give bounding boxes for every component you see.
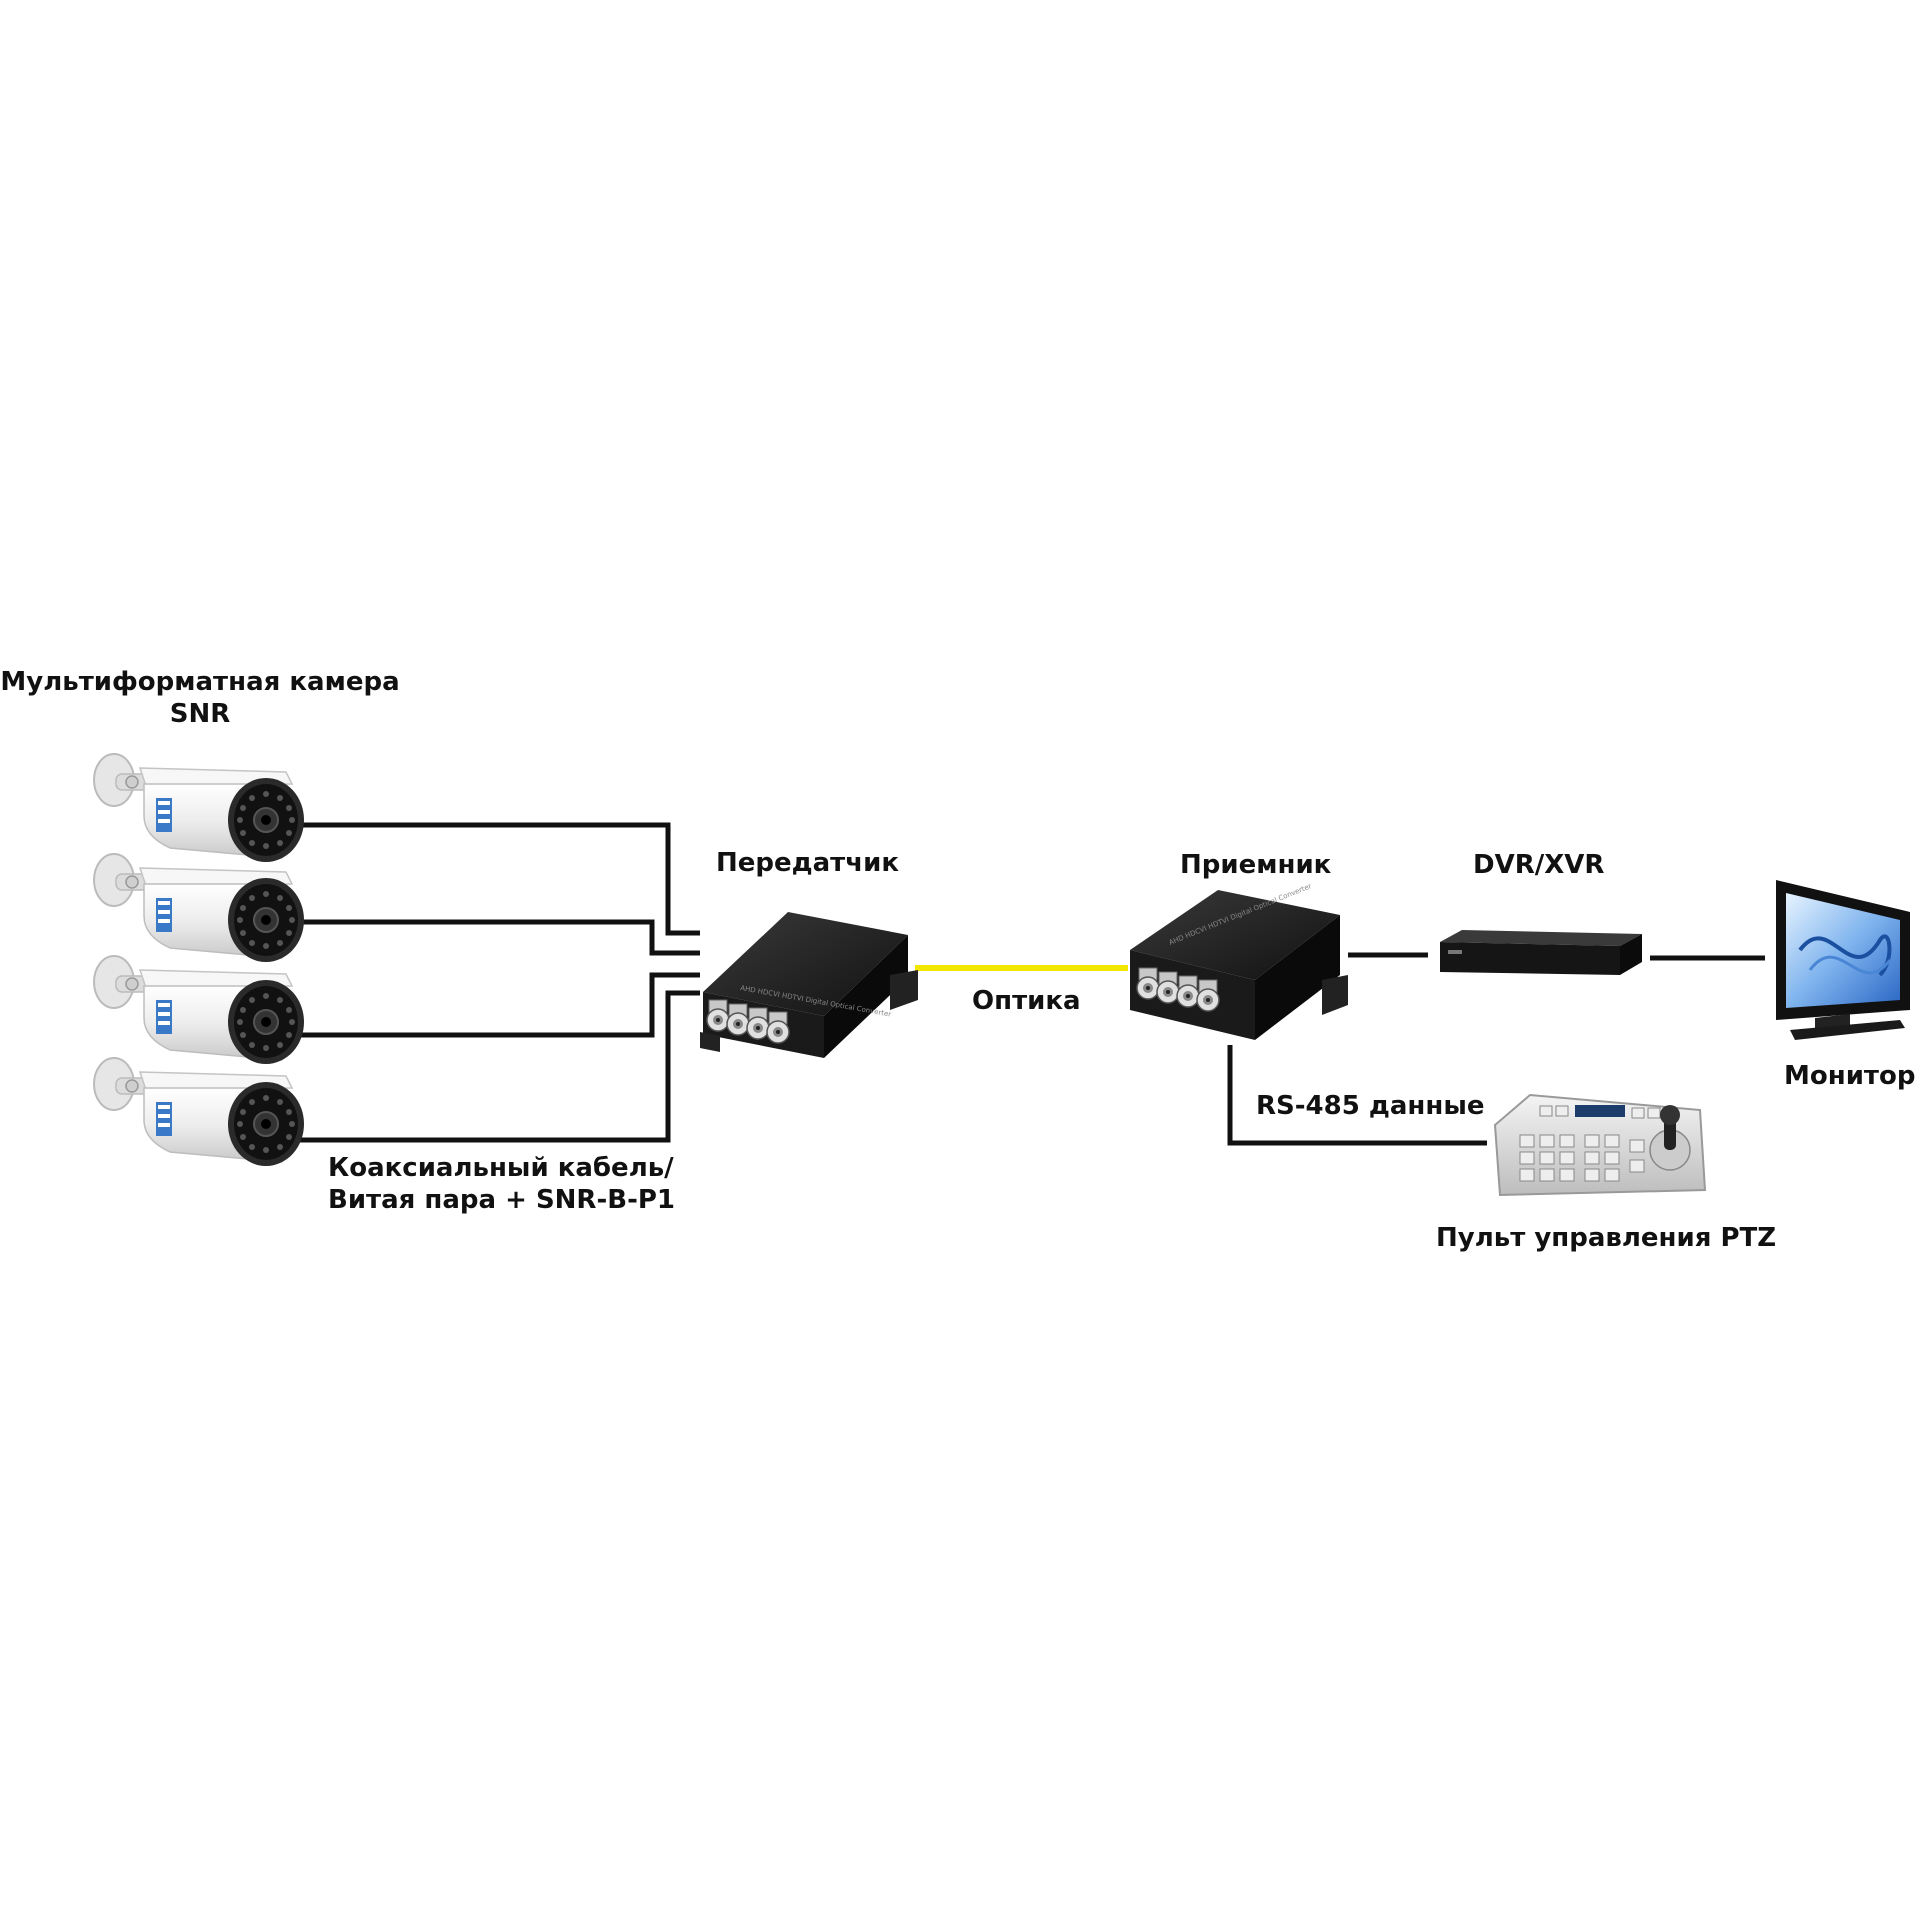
camera-1	[93, 753, 305, 863]
camera-cables	[300, 822, 700, 1143]
monitor-label: Монитор	[1784, 1061, 1916, 1091]
cable-label-line1: Коаксиальный кабель/	[328, 1153, 674, 1183]
cable-camera-4	[300, 990, 700, 1143]
camera-label-line1: Мультиформатная камера	[0, 667, 400, 697]
dvr-device	[1440, 930, 1642, 975]
dvr-label: DVR/XVR	[1473, 850, 1605, 880]
camera-2	[93, 853, 305, 963]
optics-label: Оптика	[972, 986, 1081, 1016]
camera-label: Мультиформатная камера SNR	[0, 666, 400, 730]
receiver-label: Приемник	[1180, 850, 1332, 880]
cable-camera-3	[300, 972, 700, 1038]
cable-label: Коаксиальный кабель/ Витая пара + SNR-B-…	[328, 1152, 675, 1216]
cable-label-line2: Витая пара + SNR-B-P1	[328, 1185, 676, 1215]
rs485-cable	[1227, 1045, 1487, 1146]
transmitter-label: Передатчик	[716, 848, 899, 878]
camera-3	[93, 955, 305, 1065]
camera-label-line2: SNR	[169, 699, 231, 729]
receiver-device: AHD HDCVI HDTVI Digital Optical Converte…	[1130, 882, 1348, 1040]
ptz-keyboard-device	[1493, 1093, 1707, 1197]
camera-4	[93, 1057, 305, 1167]
monitor-device	[1776, 880, 1910, 1040]
rs485-label: RS-485 данные	[1256, 1091, 1485, 1121]
cable-camera-2	[300, 919, 700, 956]
transmitter-device: AHD HDCVI HDTVI Digital Optical Converte…	[700, 912, 918, 1058]
ptz-label: Пульт управления PTZ	[1436, 1223, 1777, 1253]
cable-camera-1	[300, 822, 700, 936]
